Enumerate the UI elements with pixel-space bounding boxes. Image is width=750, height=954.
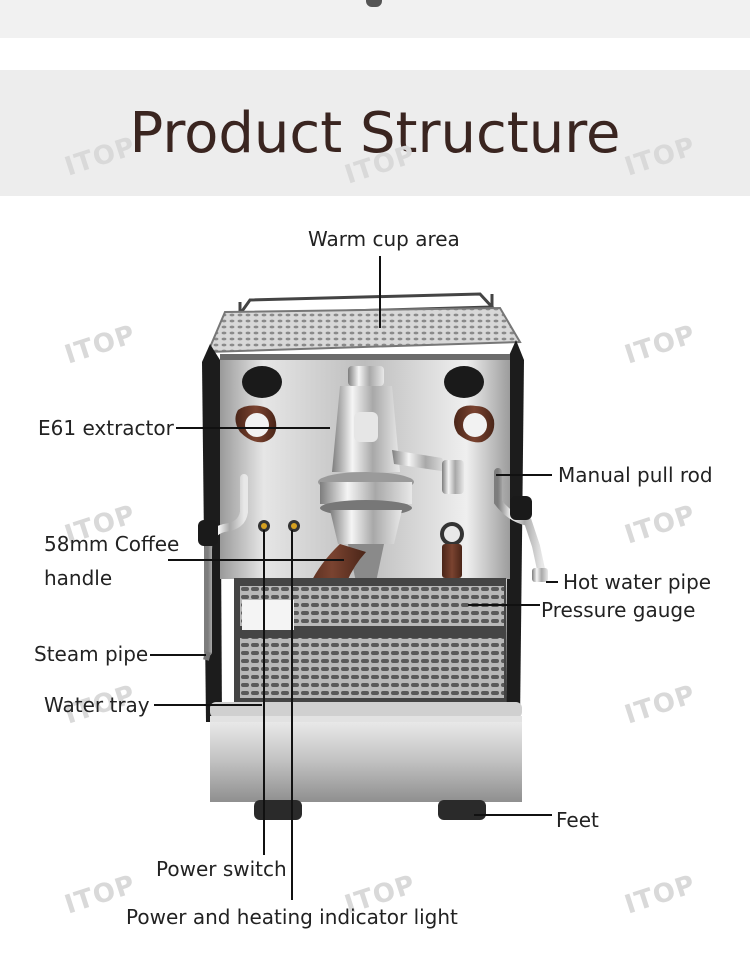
label-coffee-handle-line2: handle (44, 566, 113, 590)
label-hot-water-pipe: Hot water pipe (563, 570, 712, 594)
label-power-switch: Power switch (156, 857, 287, 881)
label-feet: Feet (556, 808, 599, 832)
label-indicator-light: Power and heating indicator light (126, 905, 458, 929)
label-coffee-handle: 58mm Coffee (44, 532, 180, 556)
label-water-tray: Water tray (44, 693, 150, 717)
label-manual-pull-rod: Manual pull rod (558, 463, 713, 487)
page-title: Product Structure (129, 101, 621, 166)
label-warm-cup-area: Warm cup area (308, 227, 460, 251)
label-e61-extractor: E61 extractor (38, 416, 174, 440)
header-band (0, 70, 750, 196)
previous-section-mark (366, 0, 382, 7)
espresso-machine-illustration (198, 292, 548, 820)
label-pressure-gauge: Pressure gauge (541, 598, 696, 622)
label-steam-pipe: Steam pipe (34, 642, 149, 666)
